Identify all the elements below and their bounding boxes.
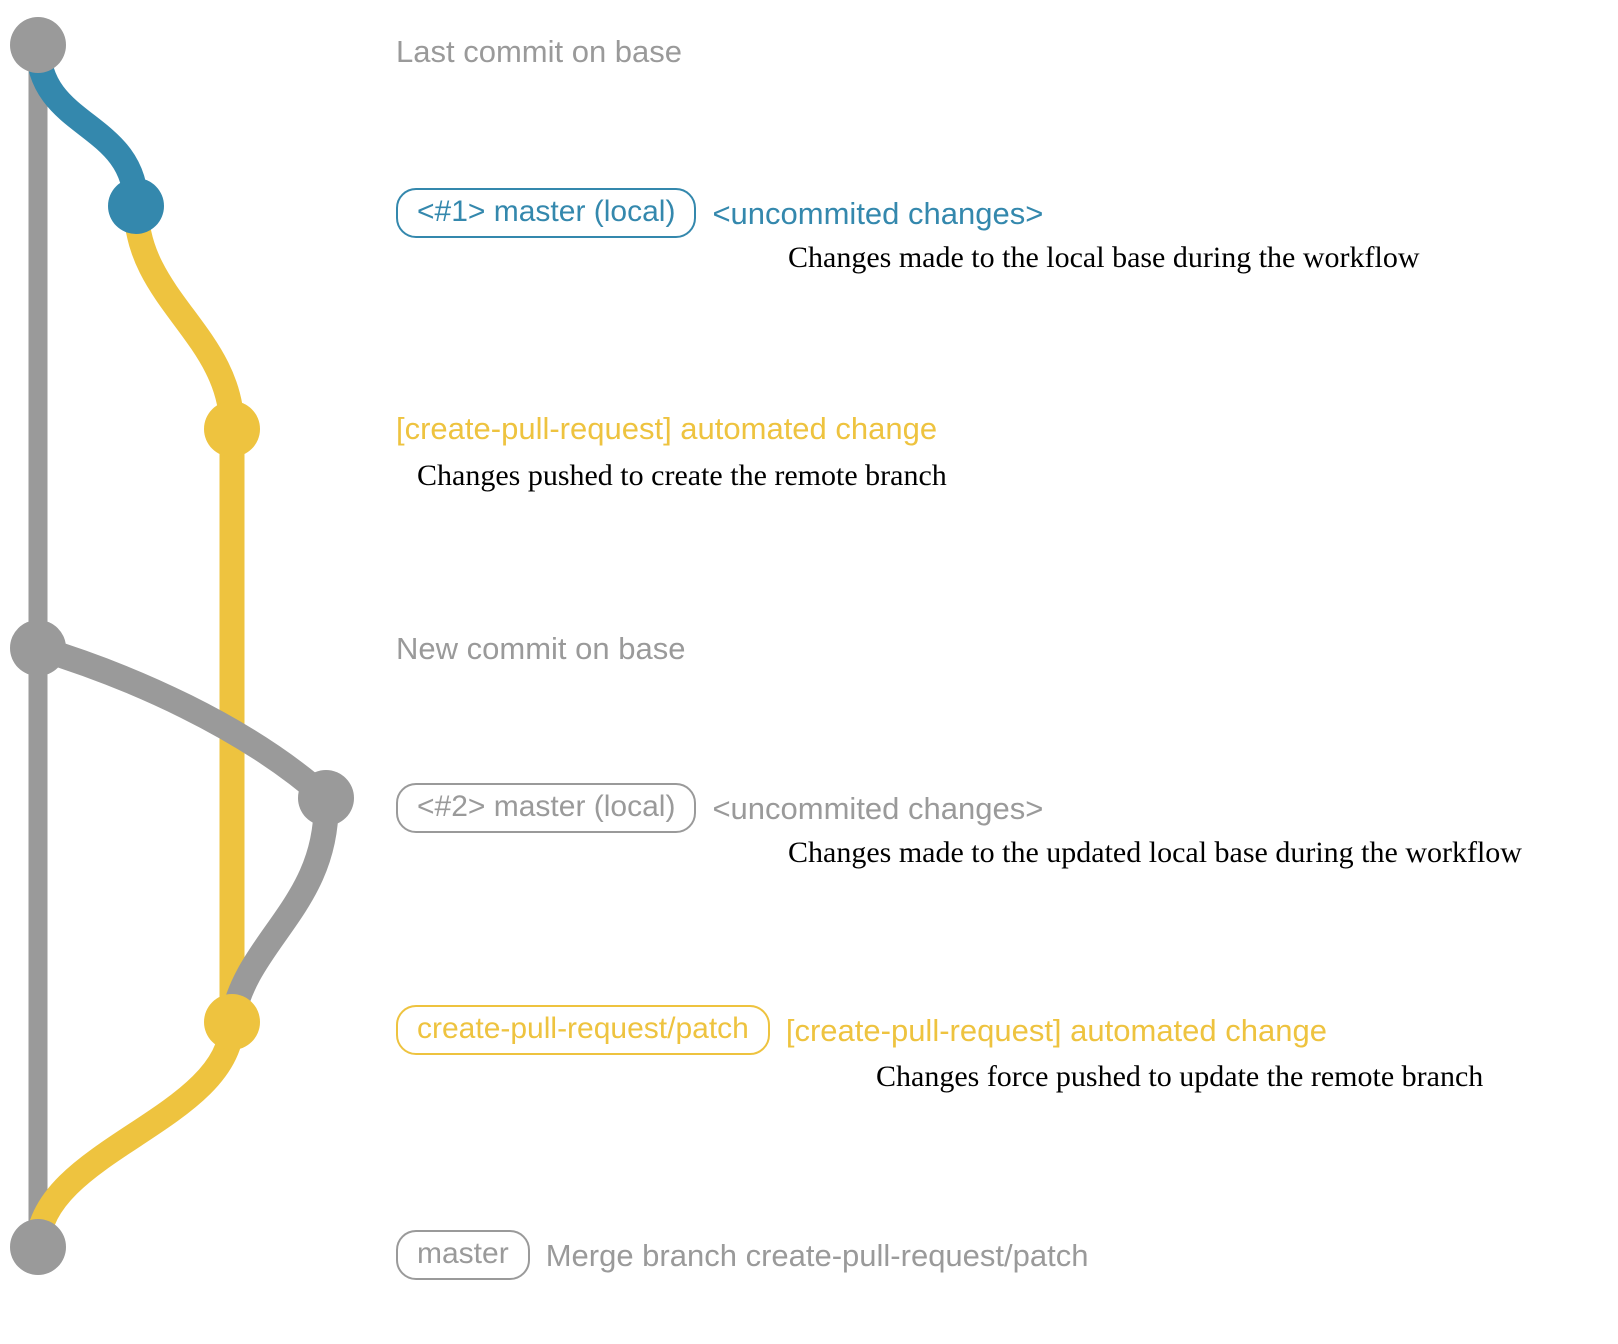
label-last-commit-on-base: Last commit on base [396, 34, 683, 69]
row-local-2: <#2> master (local) <uncommited changes> [396, 783, 1043, 833]
subtitle-automated-change-1: Changes pushed to create the remote bran… [417, 459, 947, 492]
subtitle-local-2: Changes made to the updated local base d… [788, 836, 1522, 869]
local2-to-patch-line [219, 785, 339, 1035]
subtitle-local-1: Changes made to the local base during th… [788, 241, 1420, 274]
label-new-commit-on-base: New commit on base [396, 631, 686, 666]
branch-badge-patch[interactable]: create-pull-request/patch [396, 1005, 770, 1055]
commit-node-local-1[interactable] [108, 178, 164, 234]
row-master-merge: master Merge branch create-pull-request/… [396, 1230, 1088, 1280]
subtitle-patch: Changes force pushed to update the remot… [876, 1060, 1484, 1093]
commit-node-master[interactable] [10, 1219, 66, 1275]
commit-message-master-merge: Merge branch create-pull-request/patch [545, 1237, 1089, 1273]
commit-node-new-base[interactable] [10, 620, 66, 676]
row-local-1: <#1> master (local) <uncommited changes> [396, 188, 1043, 238]
commit-node-automated-change-1[interactable] [204, 401, 260, 457]
commit-message-patch: [create-pull-request] automated change [785, 1012, 1327, 1048]
patch-branch-line-upper [123, 193, 245, 442]
commit-message-local-1: <uncommited changes> [712, 195, 1044, 231]
git-graph-canvas [10, 17, 354, 1275]
commit-message-automated-change-1: [create-pull-request] automated change [396, 411, 938, 446]
commit-message-local-2: <uncommited changes> [712, 790, 1044, 826]
branch-badge-local-2[interactable]: <#2> master (local) [396, 783, 697, 833]
row-patch-branch: create-pull-request/patch [create-pull-r… [396, 1005, 1327, 1055]
patch-branch-to-master [25, 1009, 245, 1260]
local-branch-line [25, 32, 149, 219]
commit-node-patch[interactable] [204, 994, 260, 1050]
commit-node-last-base[interactable] [10, 17, 66, 73]
base-to-local2-line [25, 635, 339, 811]
branch-badge-local-1[interactable]: <#1> master (local) [396, 188, 697, 238]
branch-badge-master[interactable]: master [396, 1230, 530, 1280]
commit-node-local-2[interactable] [298, 770, 354, 826]
